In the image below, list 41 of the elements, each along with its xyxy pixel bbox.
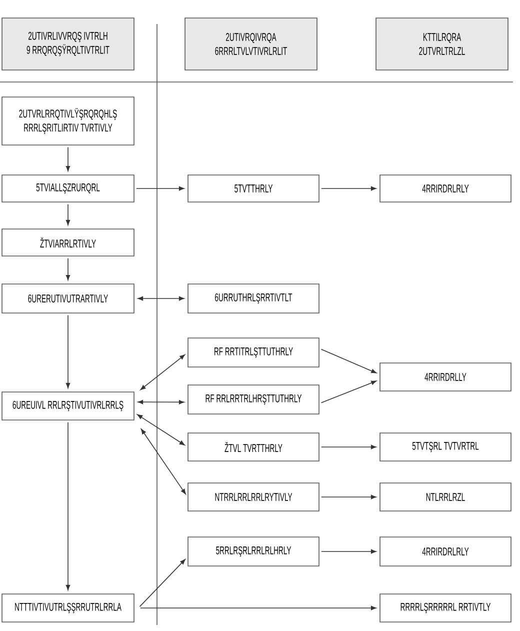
arrow [321,549,376,554]
arrow [66,315,70,388]
arrow [140,428,186,494]
arrow [321,494,376,500]
process-box: ŽTVL TVRTTHRLY [188,432,320,462]
process-box: RF RRLRRTRLHRŞTTUTHRLY [188,384,320,414]
arrow [321,186,376,191]
arrow [320,348,377,374]
process-box: RRRRLŞRRRRRL RRTIVTLY [380,594,512,622]
arrow [320,380,377,404]
arrow [140,354,186,390]
process-box: NTRRLRRLRRLRYTIVLY [188,482,320,512]
arrow [66,258,70,280]
arrow [321,444,376,450]
arrow [140,606,376,610]
arrow [66,204,70,226]
process-box: 5TVIALLŞZRURQRL [2,174,134,202]
process-box: 4RRIRDRLRLY [380,174,512,202]
process-box: 4RRIRDRLRLY [380,536,512,566]
arrow [66,147,70,172]
process-box: 6URRUTHRLŞRRTIVTLT [188,284,320,314]
process-box: 6UREUIVL RRLRŞTIVUTIVRLRRLŞ [2,392,134,420]
process-box: NTTTIVTIVUTRLŞŞRRUTRLRRLA [2,594,134,622]
process-box: RF RRTITRLŞTTUTHRLY [188,338,320,368]
process-box: 5TVTŞRL TVTVRTRL [380,432,512,462]
arrow [138,400,184,404]
process-box: 2UTVRLRRQTIVLŸŞRQRQHLŞ RRRLŞRITLIRTIV TVRTIVLY [2,96,134,146]
process-box: NTLRRLRZL [380,482,512,512]
process-box: 6URERUTIVUTRARTIVLY [2,284,134,314]
arrow [137,414,185,446]
process-box: 5TVTTHRLY [188,174,320,202]
arrow [139,559,186,607]
process-box: 5RRLRŞRLRRLRLHRLY [188,536,320,566]
column-header: KTTILRQRA 2UTVRLTRLZL [376,18,508,70]
process-box: 4RRIRDRLLY [380,362,512,392]
process-box: ŽTVIARRLRTIVLY [2,228,134,256]
arrow [136,186,184,191]
arrow [138,296,184,301]
column-header: 2UTIVRLIVVRQŞ IVTRLH 9 RRQRQŞŸRQLTIVTRLIT [2,18,134,70]
arrow [66,422,70,590]
column-header: 2UTIVRQIVRQA 6RRRLTVLVTIVRLRLIT [184,18,318,70]
